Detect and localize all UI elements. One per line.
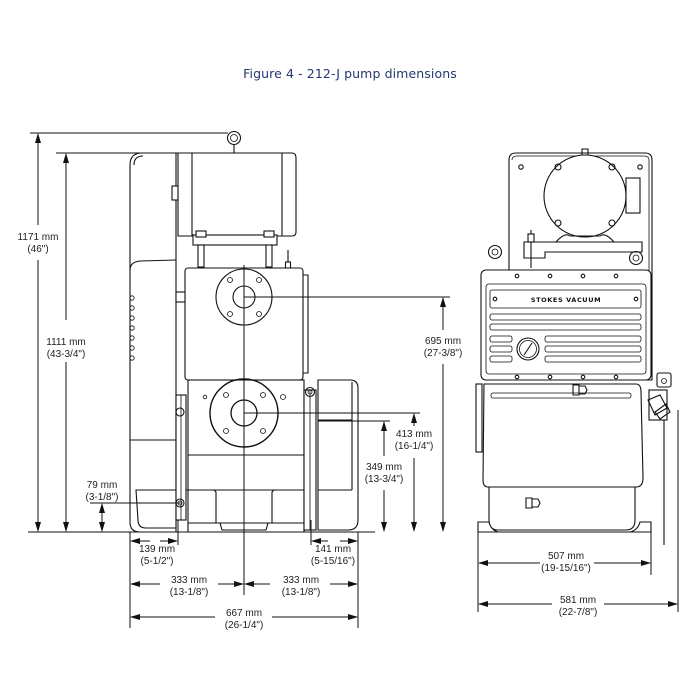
figure-title: Figure 4 - 212-J pump dimensions [243, 66, 457, 81]
dim-333-right-in: (13-1/8") [282, 587, 321, 598]
dim-141-mm: 141 mm [315, 544, 351, 555]
dim-79-mm: 79 mm [87, 480, 118, 491]
dim-1111-in: (43-3/4") [47, 349, 86, 360]
motor [177, 152, 297, 237]
side-view-dimensions: 1171 mm (46") 1111 mm (43-3/4") 79 mm (3… [18, 132, 463, 631]
dim-333-right-mm: 333 mm [283, 575, 319, 586]
dim-141-in: (5-15/16") [311, 556, 355, 567]
motor-round [543, 154, 627, 238]
control-panel [480, 269, 652, 381]
vent-holes [129, 295, 135, 361]
dim-333-left-in: (13-1/8") [170, 587, 209, 598]
pump-body-front [482, 383, 644, 488]
dim-413-mm: 413 mm [396, 429, 432, 440]
dim-507-in: (19-15/16") [541, 563, 591, 574]
dim-333-left-mm: 333 mm [171, 575, 207, 586]
dim-581-in: (22-7/8") [559, 607, 598, 618]
front-view-pump: STOKES VACUUM [475, 148, 672, 545]
dim-695-in: (27-3/8") [424, 348, 463, 359]
dim-667-in: (26-1/4") [225, 620, 264, 631]
dim-581-mm: 581 mm [560, 595, 596, 606]
dim-507-mm: 507 mm [548, 551, 584, 562]
dim-1171-mm: 1171 mm [18, 232, 59, 243]
dim-1171-in: (46") [27, 244, 48, 255]
pressure-gauge-icon [516, 337, 540, 361]
dim-349-mm: 349 mm [366, 462, 402, 473]
dim-349-in: (13-3/4") [365, 474, 404, 485]
lifting-eye-right-icon [628, 250, 644, 266]
belt-guard-upper [129, 152, 177, 533]
front-view-dimensions: 507 mm (19-15/16") 581 mm (22-7/8") [477, 410, 679, 618]
dim-79-in: (3-1/8") [85, 492, 118, 503]
dim-139-in: (5-1/2") [140, 556, 173, 567]
right-housing [317, 379, 359, 531]
dim-139-mm: 139 mm [139, 544, 175, 555]
nameplate-text: STOKES VACUUM [531, 296, 601, 304]
side-view-pump [129, 130, 359, 533]
lifting-eye-icon [226, 130, 242, 146]
lifting-eye-left-icon [487, 244, 503, 260]
dim-413-in: (16-1/4") [395, 441, 434, 452]
nameplate [489, 289, 642, 309]
dim-695-mm: 695 mm [425, 336, 461, 347]
dim-1111-mm: 1111 mm [46, 337, 85, 348]
dim-667-mm: 667 mm [226, 608, 262, 619]
